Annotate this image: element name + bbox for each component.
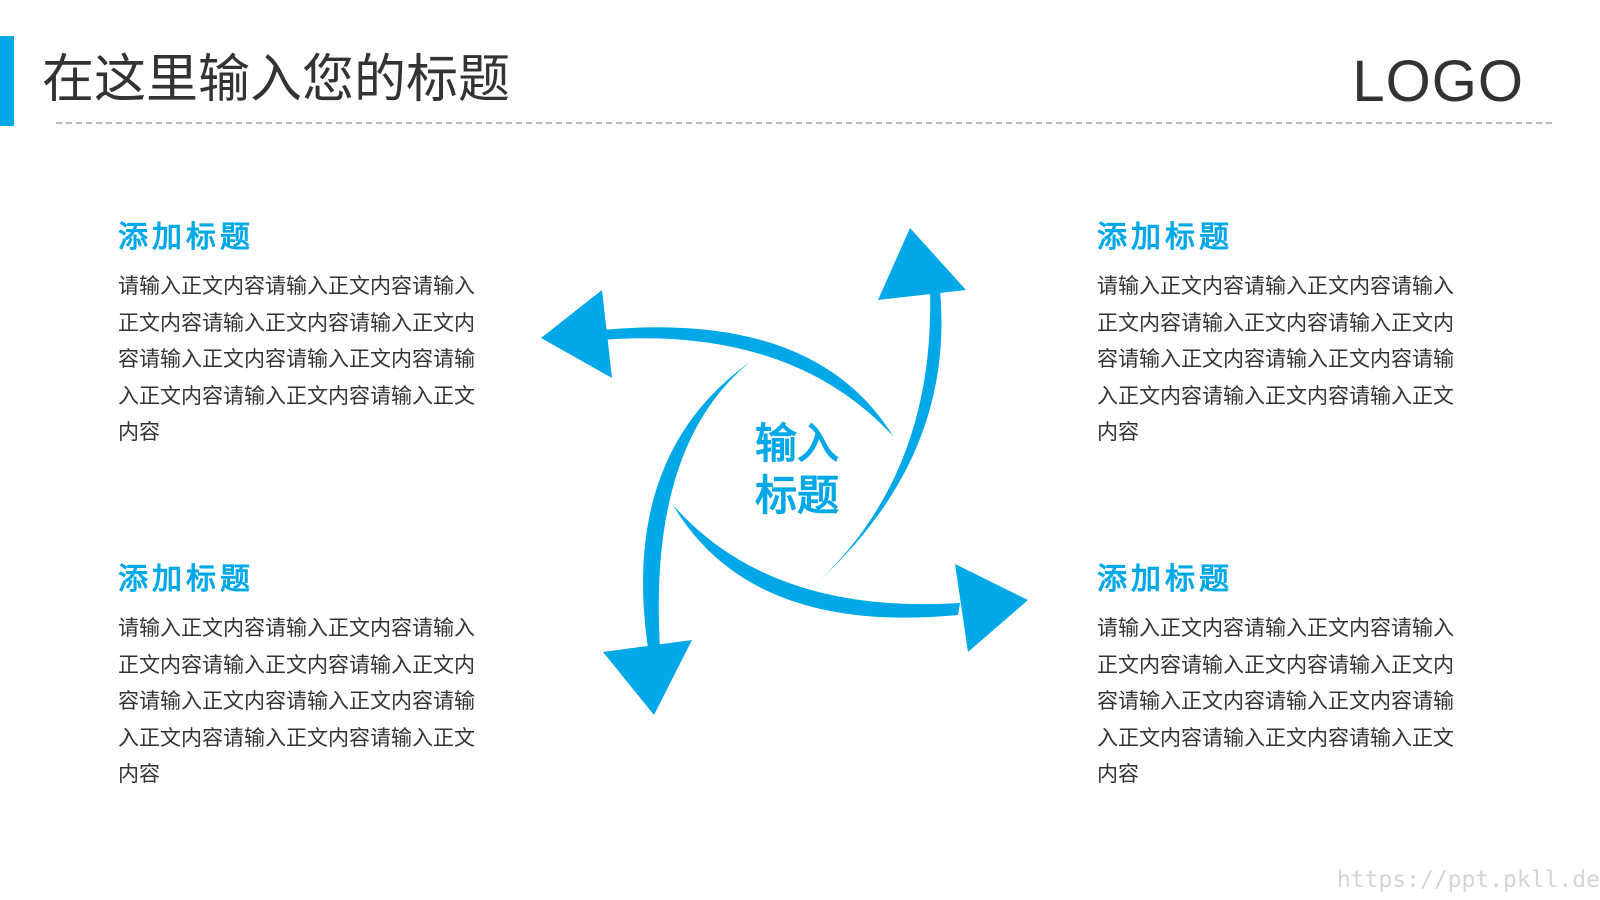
arrow-up-right — [820, 228, 966, 580]
text-block-top-right: 添加标题 请输入正文内容请输入正文内容请输入正文内容请输入正文内容请输入正文内容… — [1097, 218, 1487, 451]
arrow-right — [673, 505, 1028, 652]
header-divider — [56, 122, 1552, 124]
arrow-down — [603, 362, 750, 715]
block-body: 请输入正文内容请输入正文内容请输入正文内容请输入正文内容请输入正文内容请输入正文… — [1097, 274, 1454, 444]
page-title: 在这里输入您的标题 — [42, 50, 511, 110]
block-title: 添加标题 — [1097, 562, 1233, 597]
logo: LOGO — [1352, 49, 1524, 114]
block-title: 添加标题 — [1097, 220, 1233, 255]
text-block-top-left: 添加标题 请输入正文内容请输入正文内容请输入正文内容请输入正文内容请输入正文内容… — [118, 218, 508, 451]
block-body: 请输入正文内容请输入正文内容请输入正文内容请输入正文内容请输入正文内容请输入正文… — [118, 274, 475, 444]
block-body: 请输入正文内容请输入正文内容请输入正文内容请输入正文内容请输入正文内容请输入正文… — [1097, 616, 1454, 786]
curved-arrows-diagram — [541, 228, 1028, 715]
watermark: https://ppt.pkll.de — [1336, 867, 1600, 893]
text-block-bottom-right: 添加标题 请输入正文内容请输入正文内容请输入正文内容请输入正文内容请输入正文内容… — [1097, 560, 1487, 793]
diagram-center-label: 输入标题 — [755, 419, 840, 520]
block-body: 请输入正文内容请输入正文内容请输入正文内容请输入正文内容请输入正文内容请输入正文… — [118, 616, 475, 786]
text-block-bottom-left: 添加标题 请输入正文内容请输入正文内容请输入正文内容请输入正文内容请输入正文内容… — [118, 560, 508, 793]
block-title: 添加标题 — [118, 562, 254, 597]
block-title: 添加标题 — [118, 220, 254, 255]
title-accent-bar — [0, 36, 14, 126]
arrow-left — [541, 290, 893, 436]
